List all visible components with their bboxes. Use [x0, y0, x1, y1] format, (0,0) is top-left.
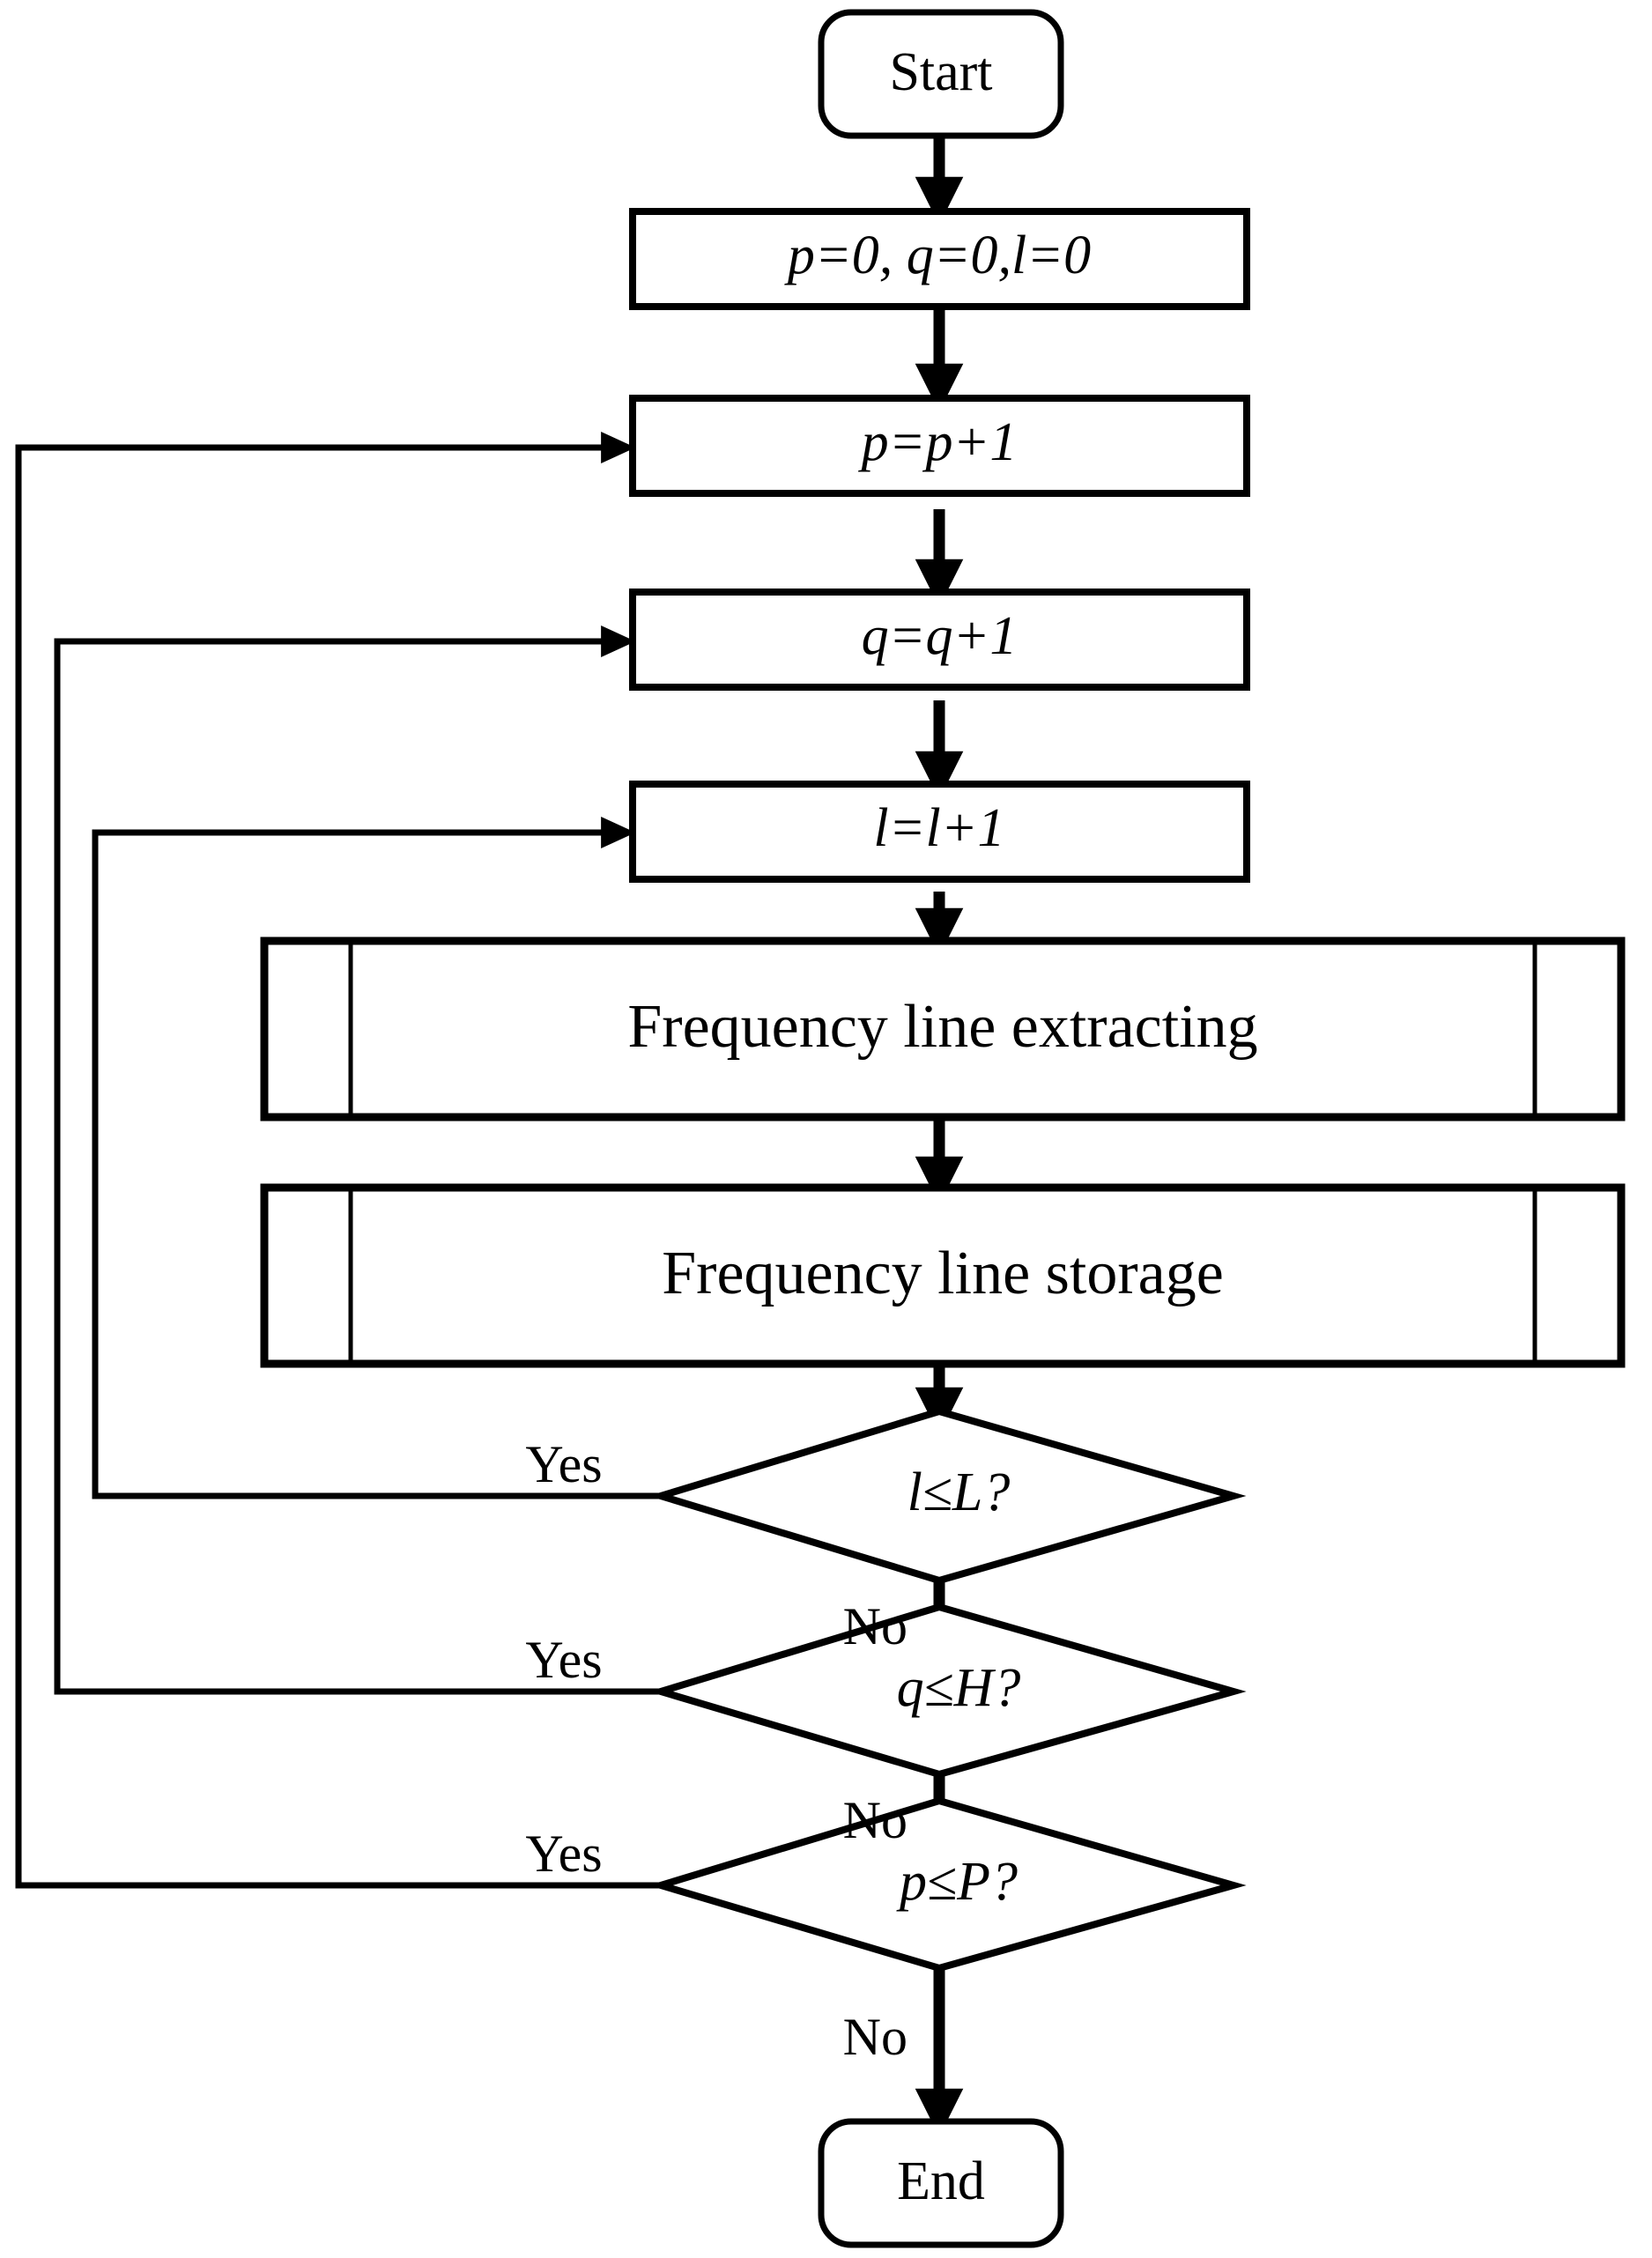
edge-label-yes-l: Yes [525, 1435, 602, 1493]
edge-label-yes-q: Yes [525, 1631, 602, 1689]
node-end[interactable]: End [818, 2118, 1064, 2248]
edge-label-group: Yes No Yes No Yes No [525, 1435, 907, 2066]
feedback-loop-l [92, 817, 661, 1499]
feedback-loop-q [54, 626, 661, 1695]
node-decision-l[interactable]: l≤L? [648, 1407, 1247, 1585]
node-frequency-line-extracting[interactable]: Frequency line extracting [260, 937, 1626, 1122]
connector-group-feedback [15, 432, 661, 1889]
node-init[interactable]: p=0, q=0,l=0 [629, 208, 1250, 310]
node-frequency-line-storage-label: Frequency line storage [662, 1240, 1224, 1307]
node-decision-q-label: q≤H? [897, 1658, 1021, 1718]
node-frequency-line-extracting-label: Frequency line extracting [627, 993, 1257, 1061]
node-decision-q[interactable]: q≤H? [648, 1603, 1247, 1779]
node-increment-q[interactable]: q=q+1 [629, 589, 1250, 691]
node-increment-l-label: l=l+1 [873, 798, 1004, 858]
node-decision-p-label: p≤P? [896, 1852, 1018, 1912]
node-end-label: End [897, 2151, 985, 2211]
node-frequency-line-storage[interactable]: Frequency line storage [260, 1183, 1626, 1368]
edge-label-no-q: No [843, 1791, 907, 1849]
node-decision-l-label: l≤L? [907, 1462, 1011, 1522]
node-decision-p[interactable]: p≤P? [648, 1796, 1247, 1973]
node-start-label: Start [889, 42, 992, 102]
node-start[interactable]: Start [818, 9, 1064, 139]
edge-label-no-l: No [843, 1597, 907, 1655]
node-increment-p[interactable]: p=p+1 [629, 395, 1250, 497]
node-increment-l[interactable]: l=l+1 [629, 781, 1250, 883]
edge-label-yes-p: Yes [525, 1825, 602, 1883]
node-increment-q-label: q=q+1 [862, 606, 1018, 666]
node-init-label: p=0, q=0,l=0 [784, 226, 1091, 285]
node-increment-p-label: p=p+1 [858, 412, 1018, 472]
edge-label-no-p: No [843, 2008, 907, 2066]
feedback-loop-p [15, 432, 661, 1889]
